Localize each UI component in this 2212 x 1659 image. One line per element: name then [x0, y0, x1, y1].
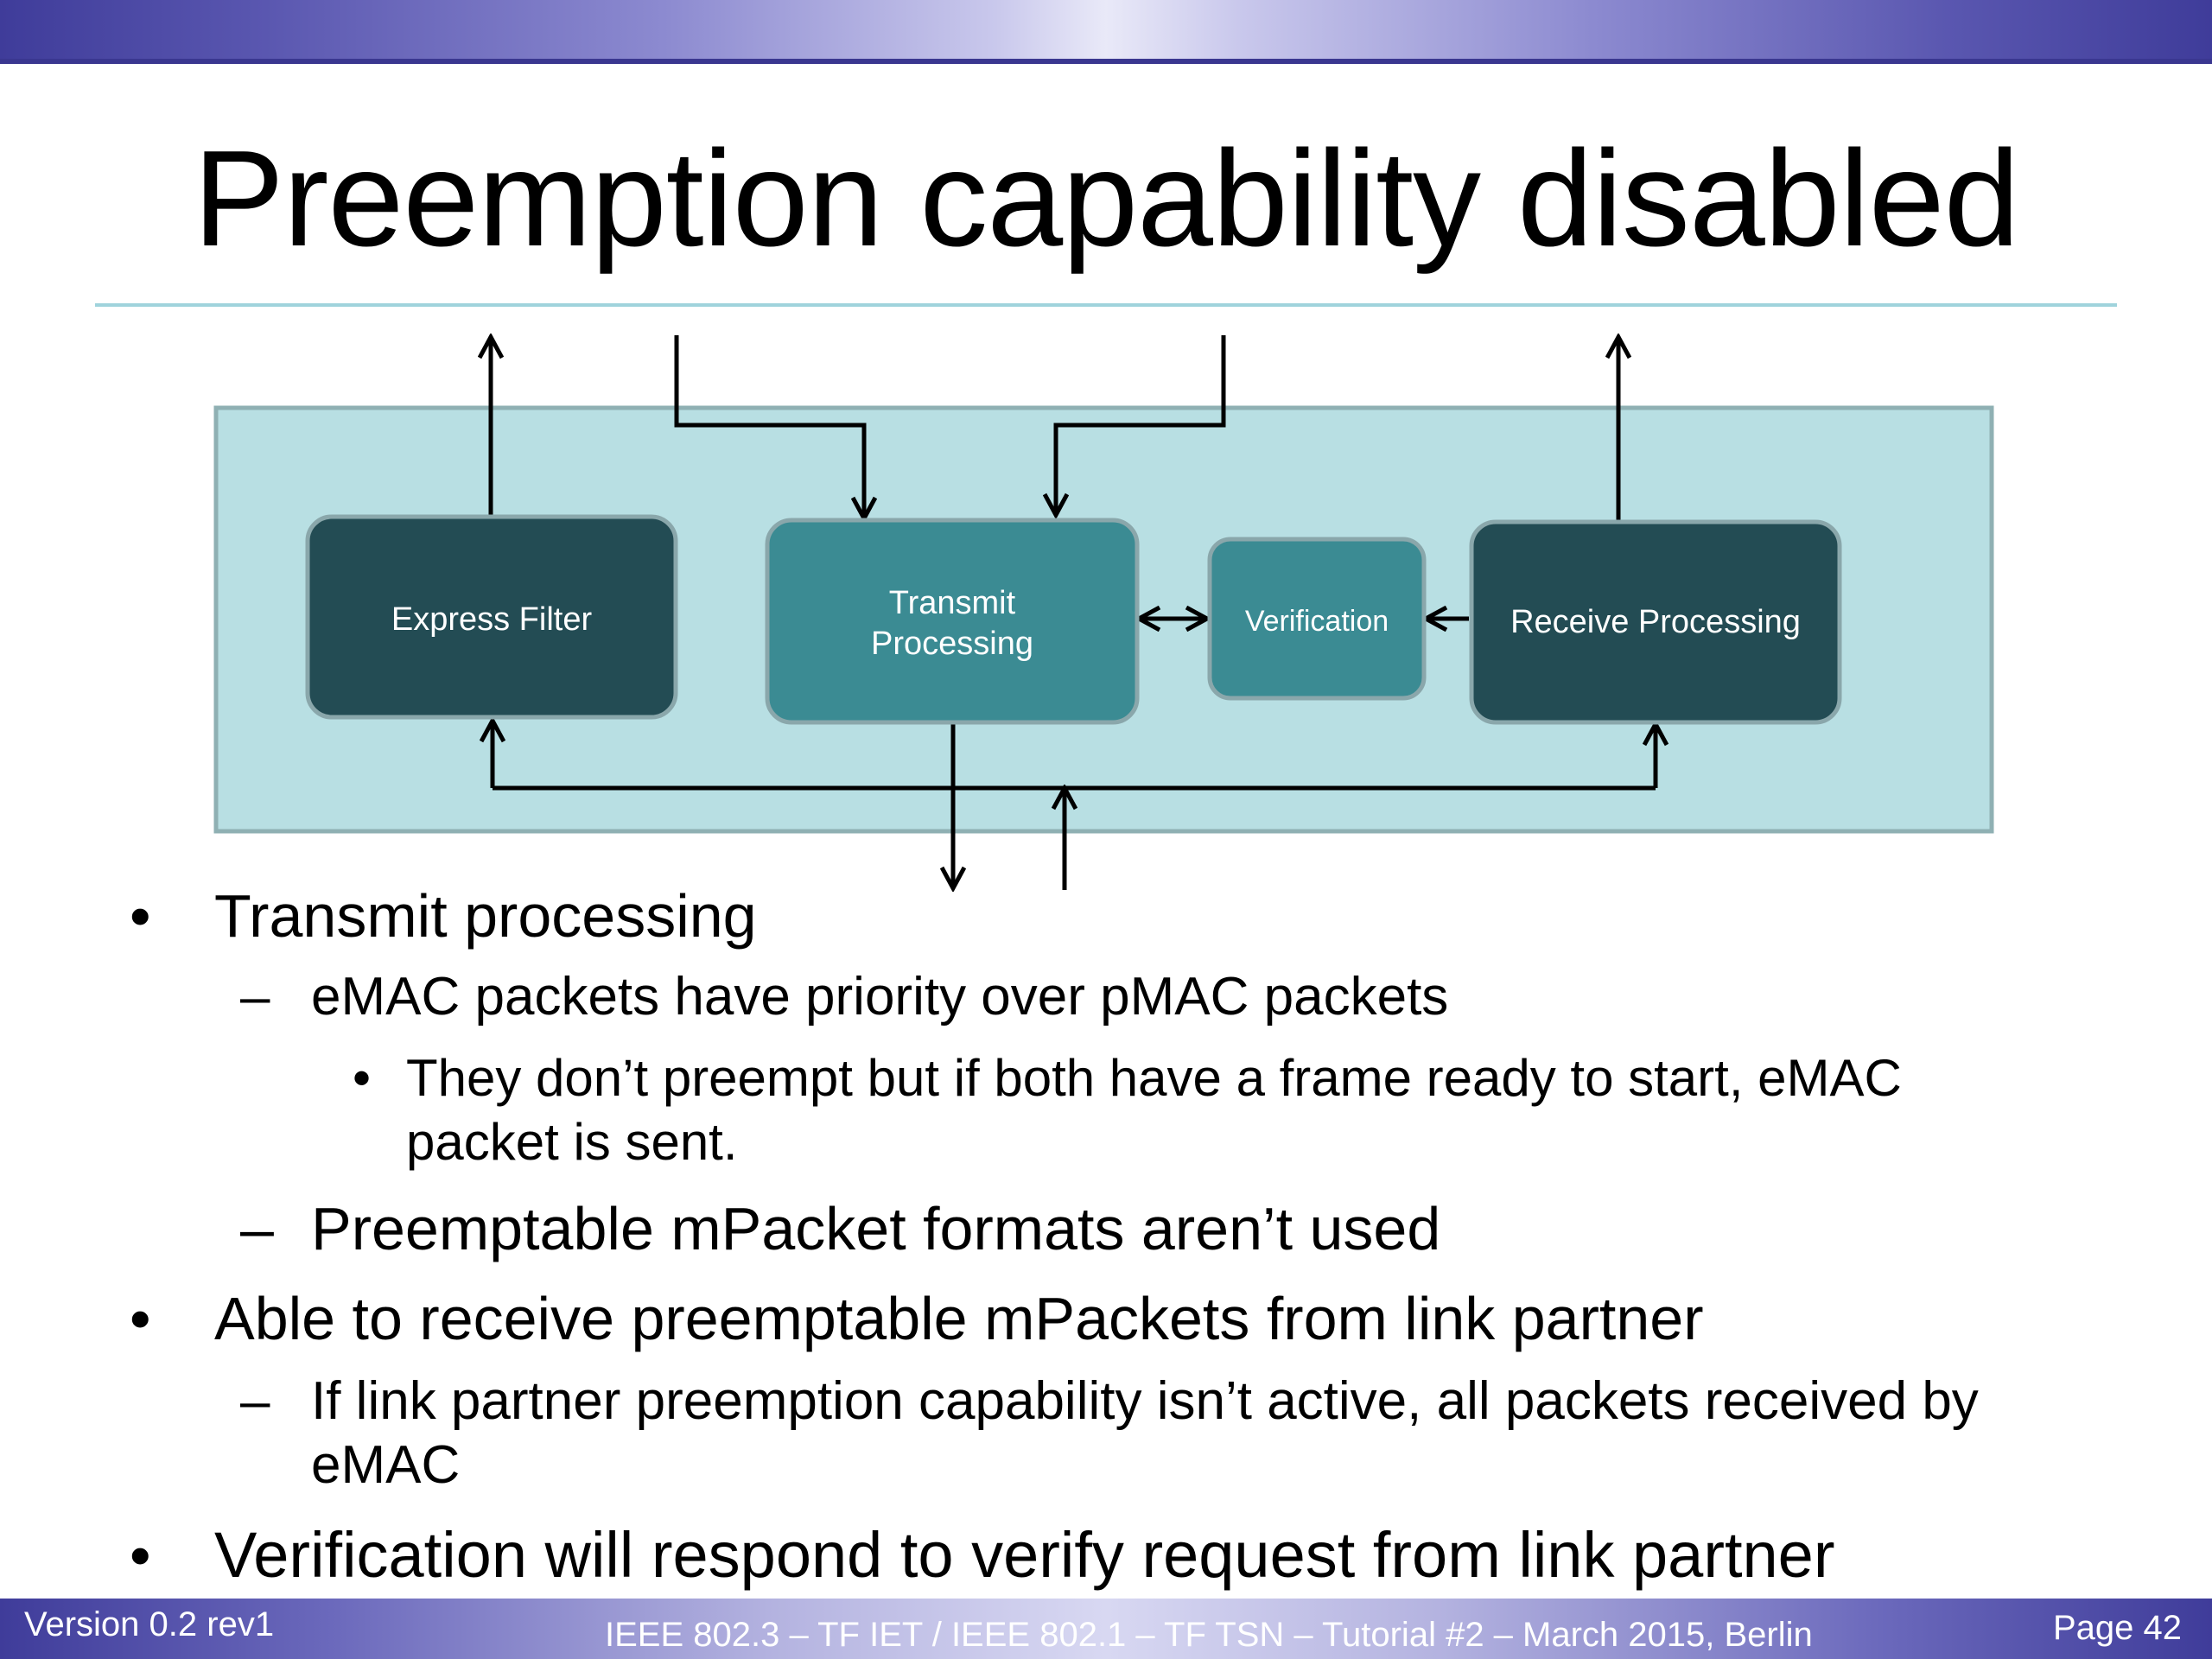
title-divider: [95, 303, 2117, 307]
dash-marker: –: [240, 1371, 270, 1431]
subsubbullet-no-preempt-line1: They don’t preempt but if both have a fr…: [406, 1049, 1902, 1107]
footer-bar: Version 0.2 rev1 IEEE 802.3 – TF IET / I…: [0, 1599, 2212, 1659]
bullet-receive-preemptable: Able to receive preemptable mPackets fro…: [214, 1285, 1704, 1352]
bullet-verification-respond: Verification will respond to verify requ…: [214, 1519, 1835, 1591]
bullet-marker: •: [353, 1049, 372, 1107]
receive-processing-label: Receive Processing: [1510, 604, 1801, 640]
connector-lines: [491, 335, 1656, 890]
footer-page-number: Page 42: [2053, 1609, 2183, 1647]
express-filter-label: Express Filter: [391, 601, 593, 638]
transmit-input-arrow-right: [1056, 335, 1226, 513]
receive-processing-block: [1469, 519, 1842, 725]
subbullet-emac-priority: eMAC packets have priority over pMAC pac…: [311, 967, 1449, 1027]
subsubbullet-no-preempt-line2: packet is sent.: [406, 1113, 738, 1171]
subbullet-mpacket-formats: Preemptable mPacket formats aren’t used: [311, 1195, 1441, 1262]
verification-label: Verification: [1245, 605, 1389, 638]
subbullet-link-partner-line2: eMAC: [311, 1435, 461, 1495]
bullet-marker: •: [130, 1285, 151, 1352]
verification-block: [1207, 537, 1427, 701]
slide-title: Preemption capability disabled: [193, 123, 2019, 275]
footer-version: Version 0.2 rev1: [24, 1605, 275, 1643]
transmit-input-arrow-left: [674, 335, 864, 517]
footer-event: IEEE 802.3 – TF IET / IEEE 802.1 – TF TS…: [605, 1616, 1813, 1654]
dash-marker: –: [240, 1195, 274, 1262]
transmit-label-line2: Processing: [871, 626, 1033, 662]
bullet-marker: •: [130, 1522, 151, 1589]
express-filter-block: [305, 514, 678, 720]
transmit-processing-block: [765, 518, 1140, 725]
transmit-label-line1: Transmit: [889, 585, 1016, 621]
bullet-transmit-processing: Transmit processing: [214, 882, 757, 950]
header-bar: [0, 0, 2212, 64]
subbullet-link-partner-line1: If link partner preemption capability is…: [311, 1371, 1979, 1431]
dash-marker: –: [240, 967, 270, 1027]
bullet-marker: •: [130, 882, 151, 950]
